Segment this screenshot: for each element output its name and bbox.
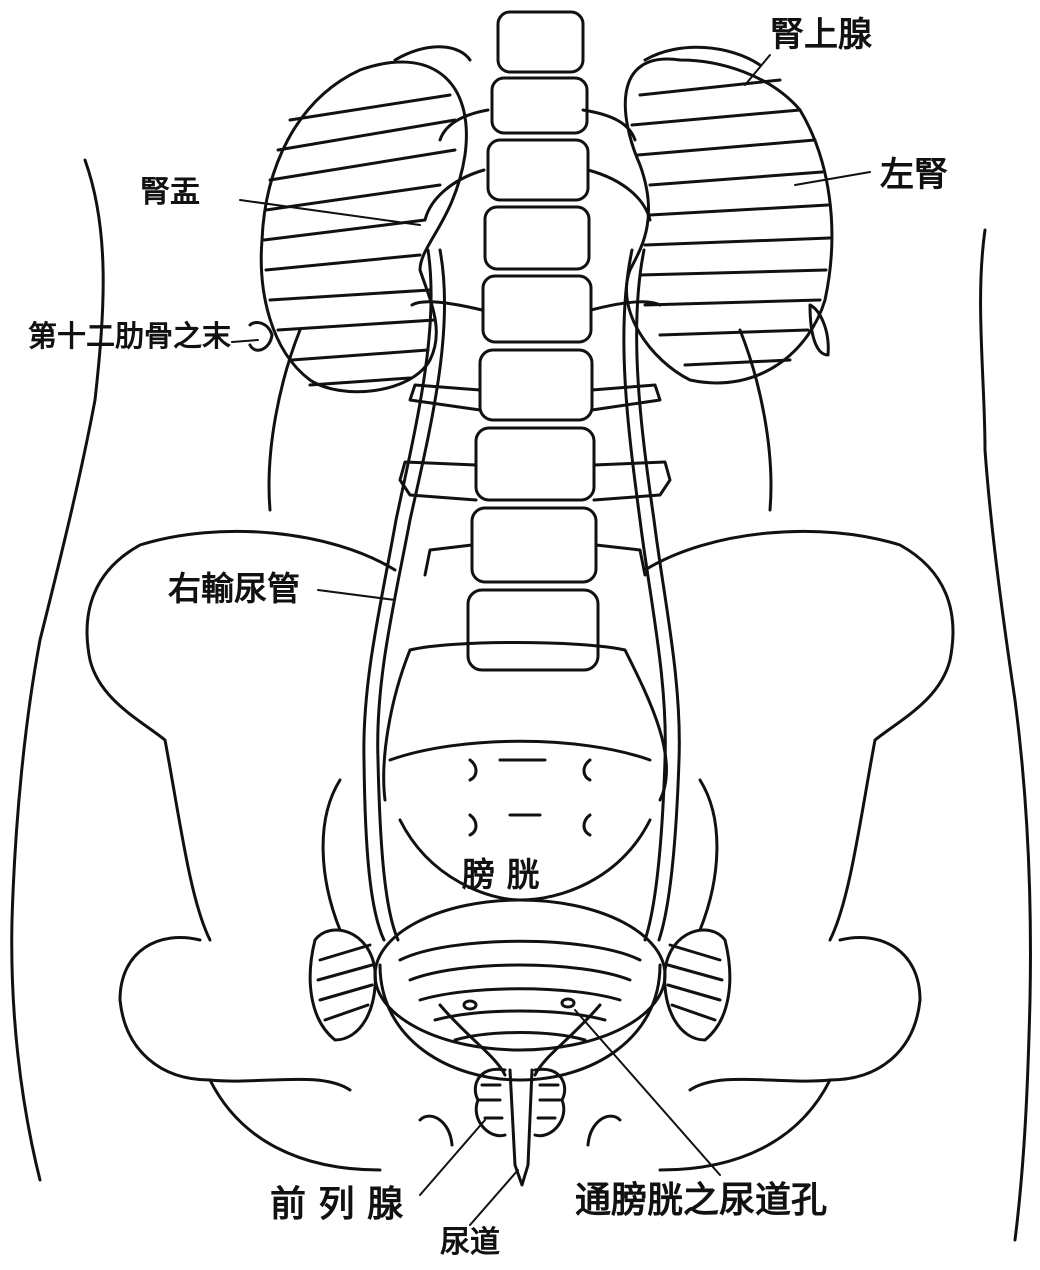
label-right-ureter: 右輸尿管 bbox=[168, 572, 300, 605]
label-urethra: 尿道 bbox=[440, 1228, 500, 1258]
label-ureteral-orifice: 通膀胱之尿道孔 bbox=[575, 1182, 827, 1218]
leader-ureteral-orifice bbox=[575, 1010, 720, 1175]
label-renal-pelvis: 腎盂 bbox=[140, 178, 200, 208]
label-prostate: 前 列 腺 bbox=[270, 1186, 403, 1222]
right-kidney bbox=[261, 62, 466, 392]
left-kidney bbox=[625, 59, 832, 383]
leader-prostate bbox=[420, 1120, 485, 1195]
label-twelfth-rib: 第十二肋骨之末 bbox=[28, 322, 231, 351]
leader-renal-pelvis bbox=[240, 200, 420, 225]
urethra bbox=[510, 1070, 532, 1185]
label-left-kidney: 左腎 bbox=[880, 158, 948, 192]
pelvis bbox=[87, 330, 953, 1170]
bladder bbox=[375, 900, 665, 1080]
spine bbox=[250, 12, 828, 670]
label-bladder: 膀 胱 bbox=[462, 858, 540, 891]
leader-urethra bbox=[470, 1170, 518, 1225]
label-adrenal: 腎上腺 bbox=[770, 18, 872, 52]
leader-twelfth-rib bbox=[232, 340, 258, 342]
